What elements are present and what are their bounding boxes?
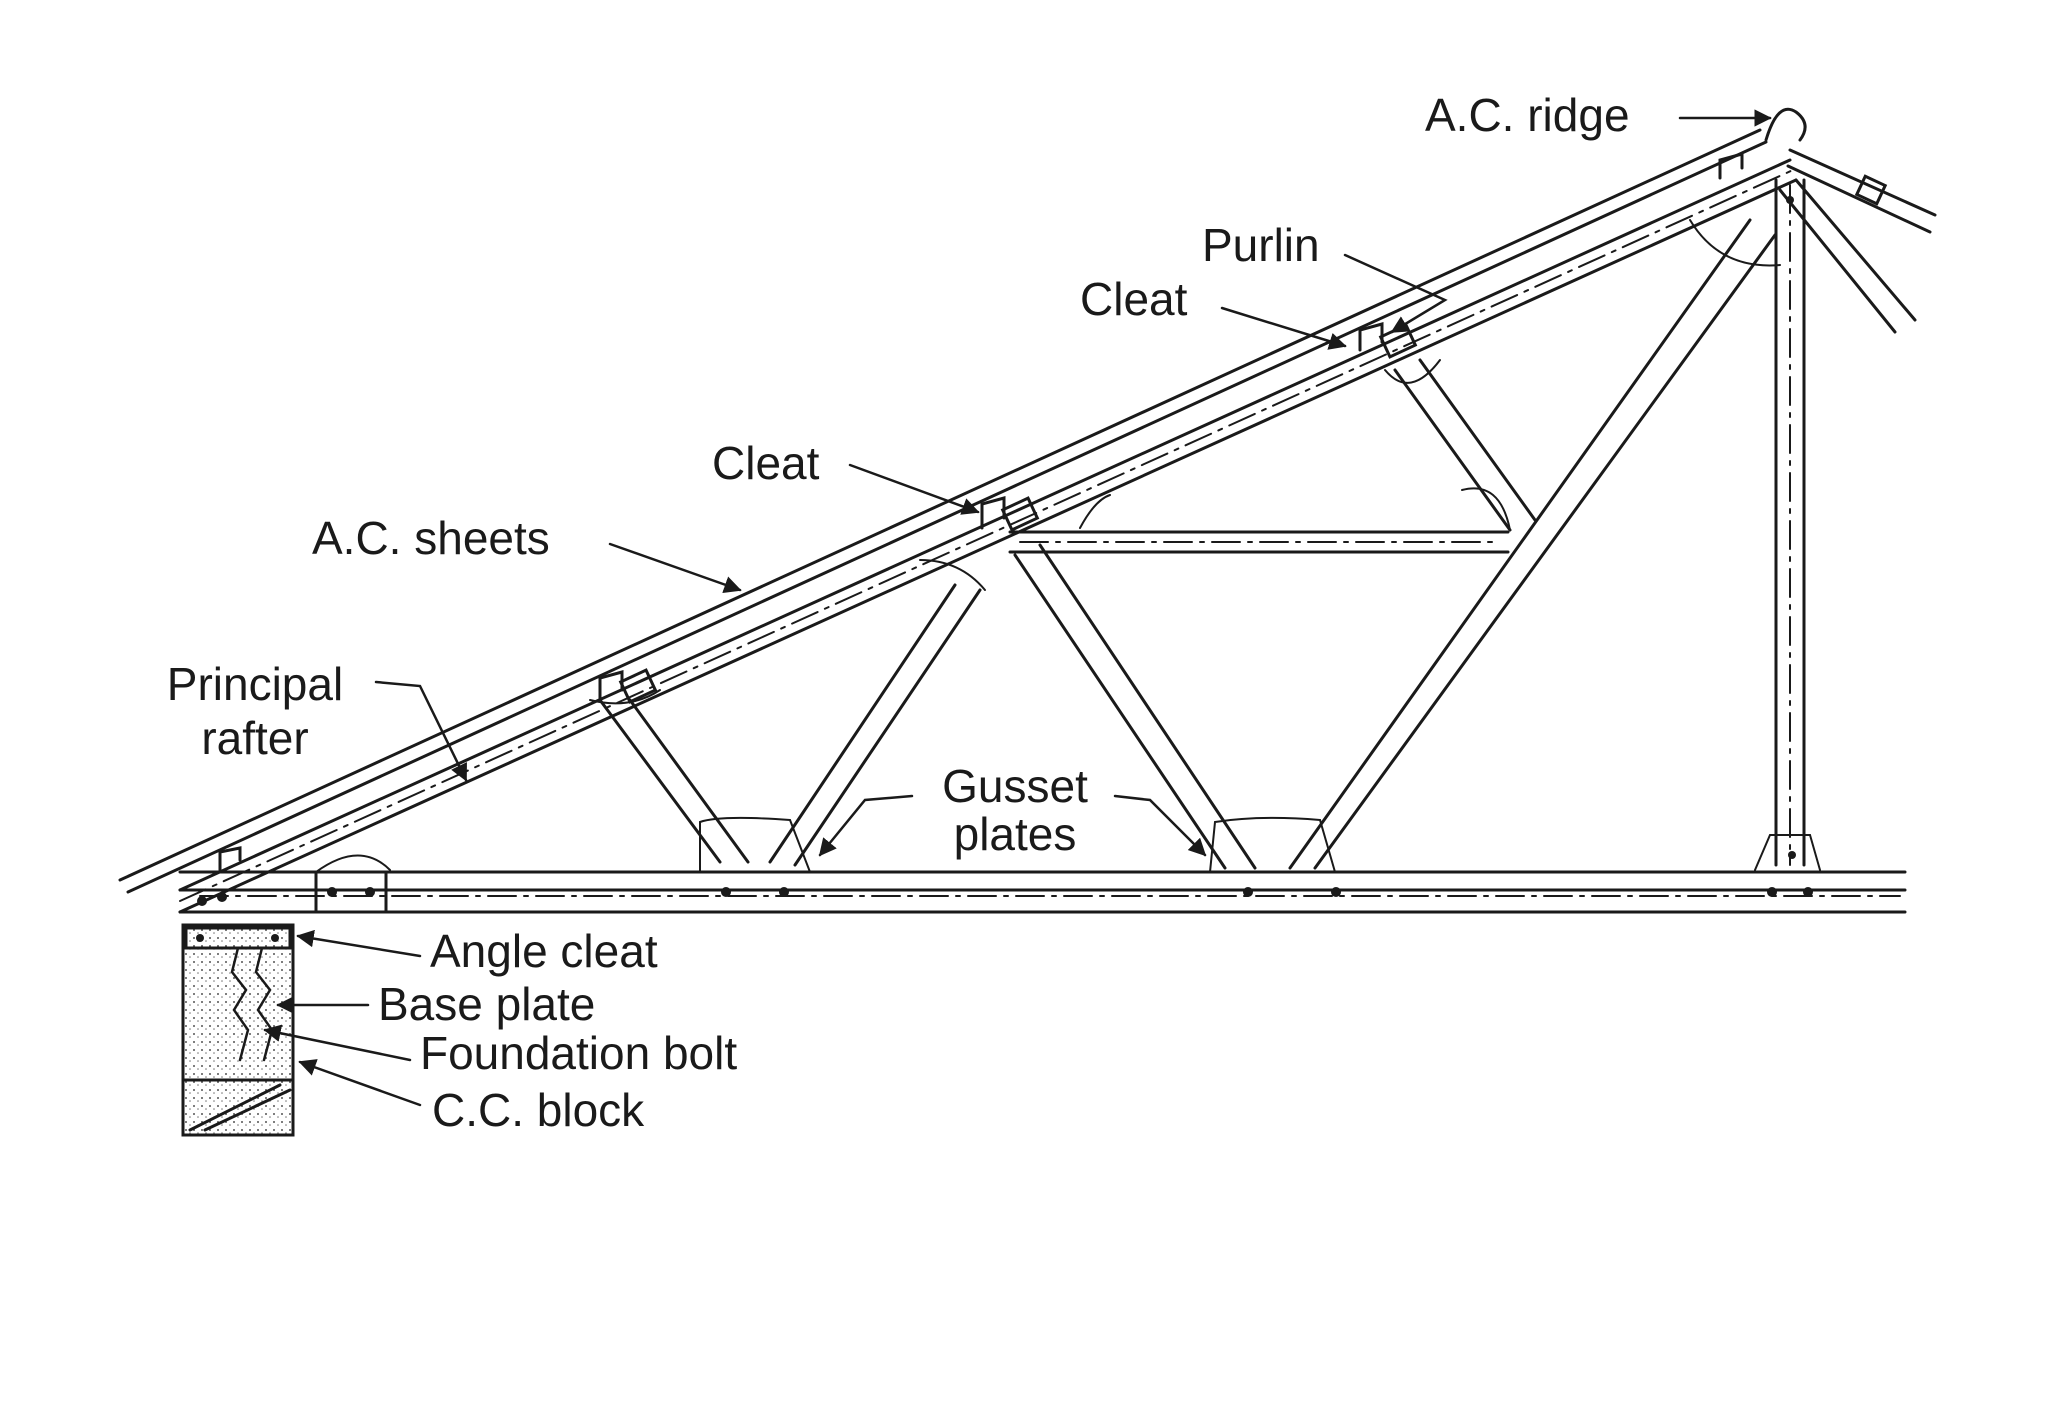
label-principal-rafter-line2: rafter xyxy=(201,712,309,764)
label-angle-cleat: Angle cleat xyxy=(430,925,658,977)
label-principal-rafter-line1: Principal xyxy=(166,658,344,710)
angle-cleat-leader xyxy=(296,929,422,958)
inner-diagonal xyxy=(1013,543,1257,870)
secondary-tie xyxy=(1008,530,1510,554)
ac-ridge xyxy=(1764,107,1937,234)
label-base-plate: Base plate xyxy=(378,978,596,1030)
label-principal-rafter: Principal rafter xyxy=(150,657,360,765)
ac-sheets-leader xyxy=(608,542,742,593)
foundation-bolt-leader xyxy=(263,1024,412,1062)
gusset-right-leader xyxy=(1113,794,1207,857)
purlins xyxy=(618,323,1418,704)
label-ac-sheets: A.C. sheets xyxy=(312,512,550,564)
purlin-leader xyxy=(1343,253,1448,334)
main-tie xyxy=(178,870,1907,914)
principal-rafter-leader xyxy=(374,680,468,782)
leader-lines xyxy=(263,109,1772,1107)
bolts xyxy=(197,196,1813,906)
label-cleat-middle: Cleat xyxy=(712,437,820,489)
label-cc-block: C.C. block xyxy=(432,1084,645,1136)
label-purlin: Purlin xyxy=(1202,219,1320,271)
king-post xyxy=(1774,178,1806,867)
right-rafter-stub xyxy=(1778,178,1917,334)
cc-block-leader xyxy=(298,1059,422,1107)
upper-strut xyxy=(1393,358,1537,532)
middle-strut xyxy=(768,583,982,867)
gusset-left-leader xyxy=(818,794,914,857)
ac-sheets xyxy=(118,128,1768,894)
long-strut xyxy=(1288,218,1777,870)
label-foundation-bolt: Foundation bolt xyxy=(420,1027,738,1079)
label-ac-ridge: A.C. ridge xyxy=(1425,89,1630,141)
cleat-middle-leader xyxy=(848,463,980,515)
label-gusset-plates-line1: Gusset xyxy=(942,760,1088,812)
label-cleat-upper: Cleat xyxy=(1080,273,1188,325)
label-gusset-plates-line2: plates xyxy=(953,808,1077,860)
label-gusset-plates: Gusset plates xyxy=(910,762,1120,858)
cc-block xyxy=(181,923,295,1137)
principal-rafter xyxy=(178,158,1798,914)
gusset-plates xyxy=(315,219,1821,873)
cleat-upper-leader xyxy=(1220,306,1347,350)
left-strut xyxy=(598,698,750,864)
